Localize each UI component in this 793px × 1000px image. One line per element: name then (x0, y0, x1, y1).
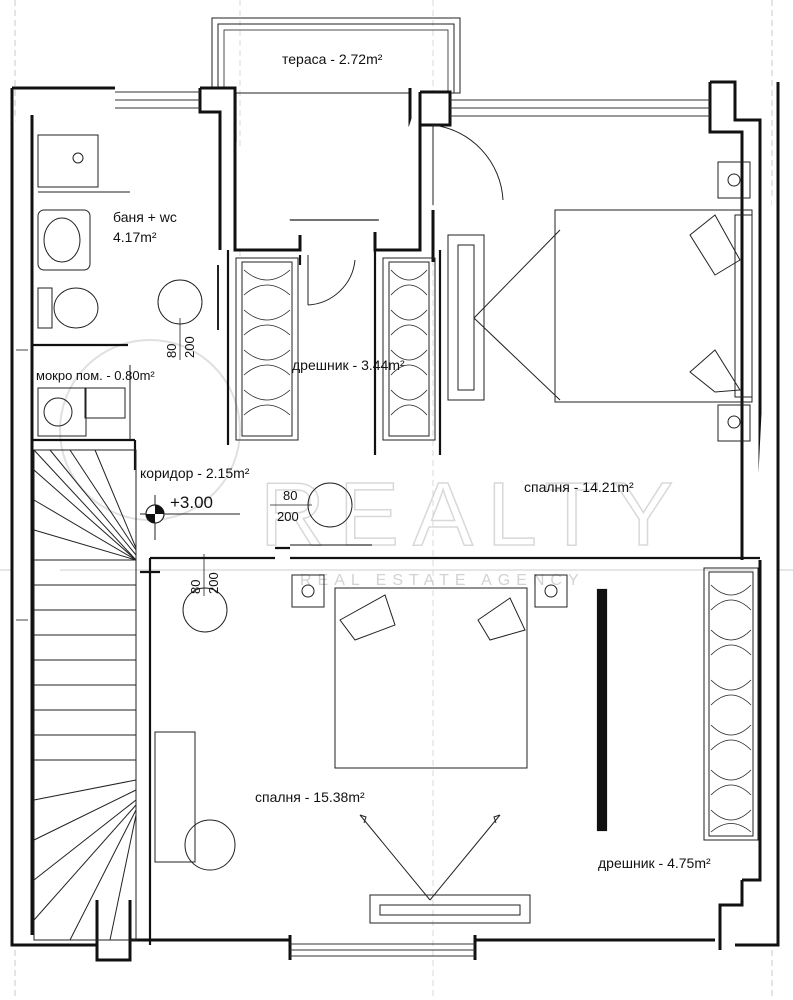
door-dim-width: 80 (188, 580, 203, 594)
door-dim-width: 80 (283, 488, 297, 503)
bed-top (447, 161, 753, 442)
level-marker: +3.00 (140, 493, 240, 540)
bathroom-fixtures (37, 134, 219, 330)
room-label-bathroom: баня + wc (113, 209, 177, 225)
door-dim-height: 200 (206, 572, 221, 594)
door-dim-height: 200 (277, 509, 299, 524)
room-label-bedroom-bottom: спалня - 15.38m² (255, 789, 365, 805)
realty-watermark: REALTY REAL ESTATE AGENCY (59, 339, 687, 589)
room-label-bedroom-top: спалня - 14.21m² (524, 479, 634, 495)
interior-walls (32, 250, 760, 945)
door-dimensions: 80 200 80 200 80 200 (164, 318, 312, 596)
level-label: +3.00 (170, 493, 213, 512)
door-dim-width: 80 (164, 344, 179, 358)
room-labels: тераса - 2.72m² баня + wc 4.17m² мокро п… (36, 51, 711, 871)
room-label-terrace: тераса - 2.72m² (282, 51, 383, 67)
room-label-wet-room: мокро пом. - 0.80m² (36, 368, 155, 383)
door-dim-height: 200 (182, 336, 197, 358)
windows (16, 91, 710, 957)
room-label-corridor: коридор - 2.15m² (140, 465, 250, 481)
washing-machine (37, 365, 131, 440)
wardrobe-right-units (703, 567, 759, 841)
watermark-brand: REALTY (260, 465, 687, 565)
watermark-tagline: REAL ESTATE AGENCY (300, 572, 585, 589)
staircase (33, 449, 137, 941)
wardrobe-top-units (235, 257, 436, 441)
room-label-wardrobe-top: дрешник - 3.44m² (292, 357, 405, 373)
room-label-bathroom-area: 4.17m² (113, 229, 157, 245)
room-label-wardrobe-right: дрешник - 4.75m² (598, 855, 711, 871)
bed-bottom (154, 574, 568, 924)
